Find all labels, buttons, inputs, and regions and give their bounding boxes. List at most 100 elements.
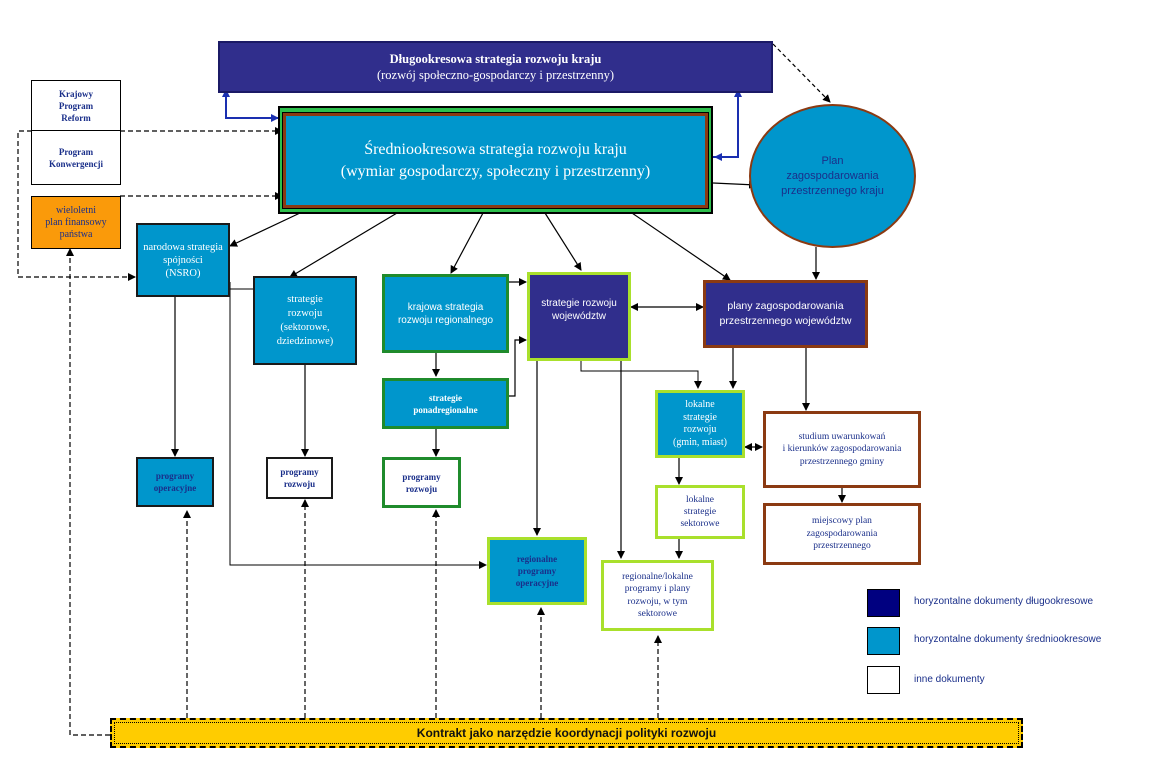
node-plany-zagospodarowania-wojewodztw[interactable]: plany zagospodarowania przestrzennego wo… <box>703 280 868 348</box>
ksrr-line2: rozwoju regionalnego <box>397 314 494 326</box>
ksrr-line1: krajowa strategia <box>407 301 484 313</box>
node-sredniookresowa-subtitle: (wymiar gospodarczy, społeczny i przestr… <box>340 162 651 180</box>
lok-sekt-line1: lokalne <box>686 495 714 505</box>
ponadreg-line2: ponadregionalne <box>413 404 478 415</box>
studium-line3: przestrzennego gminy <box>799 456 885 467</box>
legend-label-sredniookresowe: horyzontalne dokumenty średniookresowe <box>914 634 1102 645</box>
reg-lok-line3: rozwoju, w tym <box>627 596 688 607</box>
legend-swatch-sredniookresowe <box>867 627 900 655</box>
po-line2: operacyjne <box>153 483 197 493</box>
pr2-line1: programy <box>402 471 441 482</box>
link-srednio-planywoj <box>631 212 731 281</box>
node-program-konwergencji[interactable]: Program Konwergencji <box>31 130 121 185</box>
strat-rozw-line1: strategie <box>287 293 323 305</box>
pk-line2: Konwergencji <box>49 158 103 169</box>
kpr-line1: Krajowy <box>59 88 93 99</box>
link-ponadreg-stratwoj <box>509 336 527 397</box>
nsro-line1: narodowa strategia <box>143 241 223 253</box>
node-plan-zagospodarowania-kraju[interactable]: Plan zagospodarowania przestrzennego kra… <box>749 104 916 248</box>
link-srednio-stratrozw <box>289 212 398 278</box>
node-strategie-rozwoju-wojewodztw[interactable]: strategie rozwoju województw <box>527 272 631 361</box>
plany-woj-line1: plany zagospodarowania <box>727 300 844 312</box>
lokalne-line1: lokalne <box>685 399 715 410</box>
reg-lok-line4: sektorowe <box>637 609 678 619</box>
link-srednio-nsro <box>229 212 301 247</box>
node-studium-uwarunkowan[interactable]: studium uwarunkowań i kierunków zagospod… <box>763 411 921 488</box>
node-dlugookresowa[interactable]: Długookresowa strategia rozwoju kraju (r… <box>218 41 773 93</box>
lokalne-line2: strategie <box>683 411 717 423</box>
node-strategie-rozwoju-sektorowe[interactable]: strategie rozwoju (sektorowe, dziedzinow… <box>253 276 357 365</box>
rpo-line1: regionalne <box>516 554 558 564</box>
legend-swatch-inne <box>867 666 900 694</box>
node-regionalne-programy-operacyjne[interactable]: regionalne programy operacyjne <box>487 537 587 605</box>
mpzp-line1: miejscowy plan <box>812 516 872 527</box>
node-narodowa-strategia-spojnosci[interactable]: narodowa strategia spójności (NSRO) <box>136 223 230 297</box>
legend-swatch-dlugookresowe <box>867 589 900 617</box>
kpr-line2: Program <box>58 100 94 111</box>
link-nsro-rpo <box>229 282 487 569</box>
plan-kraj-line2: zagospodarowania <box>786 169 879 182</box>
strat-rozw-line3: (sektorowe, <box>280 321 330 333</box>
nsro-line3: (NSRO) <box>165 267 201 279</box>
plany-woj-line2: przestrzennego województw <box>719 315 852 327</box>
rpo-line2: programy <box>517 566 557 576</box>
link-stratwoj-lokalne <box>580 361 702 389</box>
ponadreg-line1: strategie <box>429 392 462 403</box>
reg-lok-line1: regionalne/lokalne <box>622 571 693 582</box>
wpf-line3: państwa <box>59 228 93 240</box>
link-dlugo-srednio-left <box>222 89 280 119</box>
link-dlugo-srednio-right <box>713 89 742 158</box>
node-dlugookresowa-subtitle: (rozwój społeczno-gospodarczy i przestrz… <box>376 68 615 82</box>
node-kontrakt[interactable]: Kontrakt jako narzędzie koordynacji poli… <box>110 718 1023 748</box>
node-krajowa-strategia-rozwoju-regionalnego[interactable]: krajowa strategia rozwoju regionalnego <box>382 274 509 353</box>
pr1-line2: rozwoju <box>283 479 316 489</box>
pr2-line2: rozwoju <box>405 483 438 494</box>
lok-sekt-line3: sektorowe <box>680 519 720 529</box>
plan-kraj-line3: przestrzennego kraju <box>781 184 884 197</box>
node-miejscowy-plan[interactable]: miejscowy plan zagospodarowania przestrz… <box>763 503 921 565</box>
kpr-line3: Reform <box>61 112 91 123</box>
link-srednio-ksrr <box>450 212 484 274</box>
po-line1: programy <box>155 471 195 481</box>
link-kontrakt-wpf <box>66 248 110 736</box>
node-programy-rozwoju-1[interactable]: programy rozwoju <box>266 457 333 499</box>
strat-rozw-line4: dziedzinowe) <box>276 335 334 347</box>
strat-rozw-line2: rozwoju <box>287 307 323 319</box>
mpzp-line2: zagospodarowania <box>806 528 878 539</box>
link-dlugo-srednio-left-down <box>225 92 279 122</box>
studium-line1: studium uwarunkowań <box>798 431 886 442</box>
nsro-line2: spójności <box>163 254 203 266</box>
mpzp-line3: przestrzennego <box>813 541 871 552</box>
link-srednio-stratwoj <box>544 212 582 271</box>
rpo-line3: operacyjne <box>515 578 559 588</box>
reg-lok-line2: programy i plany <box>624 584 691 594</box>
node-sredniookresowa[interactable]: Średniookresowa strategia rozwoju kraju … <box>282 112 709 209</box>
strat-woj-line1: strategie rozwoju <box>541 298 617 309</box>
plan-kraj-line1: Plan <box>821 154 844 167</box>
node-sredniookresowa-title: Średniookresowa strategia rozwoju kraju <box>364 140 627 158</box>
node-lokalne-strategie-rozwoju[interactable]: lokalne strategie rozwoju (gmin, miast) <box>655 390 745 458</box>
node-dlugookresowa-title: Długookresowa strategia rozwoju kraju <box>389 52 602 66</box>
link-dlugo-srednio-right-down <box>714 92 739 161</box>
wpf-line2: plan finansowy <box>45 216 107 228</box>
link-dlugo-plan <box>772 43 831 103</box>
node-krajowy-program-reform[interactable]: Krajowy Program Reform <box>31 80 121 131</box>
legend-label-dlugookresowe: horyzontalne dokumenty długookresowe <box>914 596 1093 607</box>
lokalne-line4: (gmin, miast) <box>673 436 727 448</box>
link-kpr-nsro <box>17 130 136 281</box>
node-strategie-ponadregionalne[interactable]: strategie ponadregionalne <box>382 378 509 429</box>
node-programy-rozwoju-2[interactable]: programy rozwoju <box>382 457 461 508</box>
node-lokalne-strategie-sektorowe[interactable]: lokalne strategie sektorowe <box>655 485 745 539</box>
studium-line2: i kierunków zagospodarowania <box>782 444 902 455</box>
lokalne-line3: rozwoju <box>683 424 717 435</box>
pr1-line1: programy <box>280 467 319 477</box>
link-srednio-plan <box>712 180 757 189</box>
node-programy-operacyjne[interactable]: programy operacyjne <box>136 457 214 507</box>
node-regionalne-lokalne-programy[interactable]: regionalne/lokalne programy i plany rozw… <box>601 560 714 631</box>
node-wieloletni-plan-finansowy[interactable]: wieloletni plan finansowy państwa <box>31 196 121 249</box>
legend-label-inne: inne dokumenty <box>914 674 985 685</box>
lok-sekt-line2: strategie <box>683 507 717 517</box>
strat-woj-line2: województw <box>552 311 606 322</box>
kontrakt-label: Kontrakt jako narzędzie koordynacji poli… <box>416 726 717 740</box>
